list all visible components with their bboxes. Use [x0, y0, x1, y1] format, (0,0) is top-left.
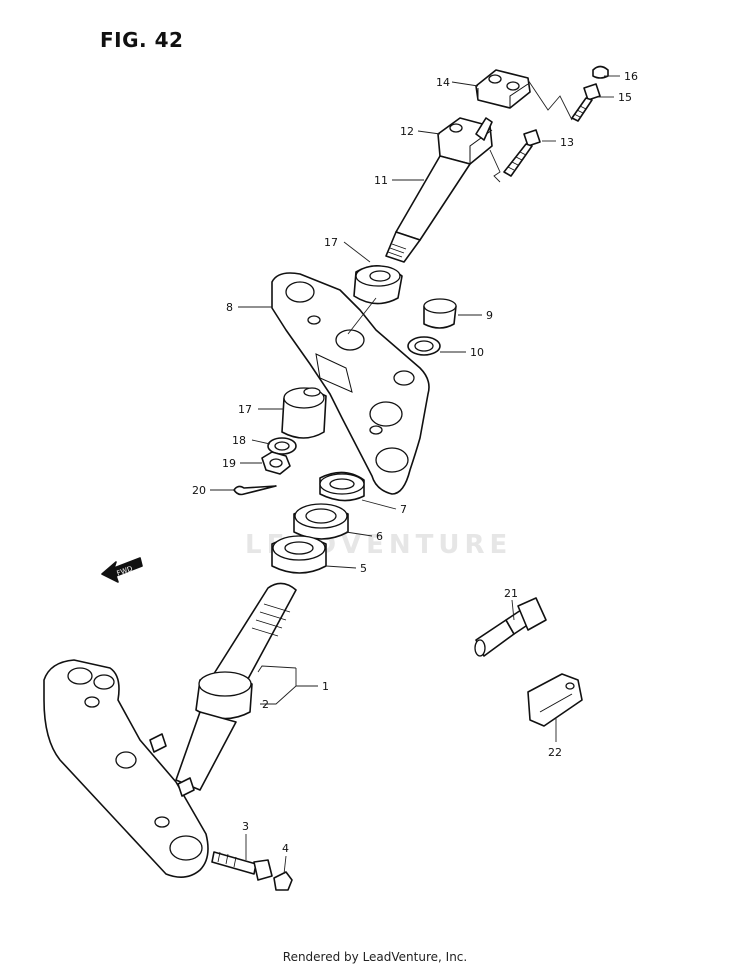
label-5: 5	[360, 562, 367, 575]
part-1-steering-stem	[175, 582, 297, 791]
label-17-lower: 17	[238, 403, 252, 416]
part-3-bolt	[211, 851, 273, 881]
label-18: 18	[232, 434, 246, 447]
label-21: 21	[504, 587, 518, 600]
label-11: 11	[374, 174, 388, 187]
label-9: 9	[486, 309, 493, 322]
part-17-lower-spacer	[281, 387, 327, 439]
part-15-bolt	[571, 83, 601, 122]
part-11-handlebar-tube	[385, 155, 471, 263]
label-8: 8	[226, 301, 233, 314]
label-12: 12	[400, 125, 414, 138]
part-22-key-plate	[527, 673, 583, 727]
part-8-upper-bracket	[271, 272, 430, 495]
label-20: 20	[192, 484, 206, 497]
label-17-upper: 17	[324, 236, 338, 249]
part-5-bearing	[271, 535, 327, 574]
label-4: 4	[282, 842, 289, 855]
lower-bracket	[43, 659, 209, 878]
label-7: 7	[400, 503, 407, 516]
part-20-cotter-pin	[233, 485, 277, 496]
footer-credit: Rendered by LeadVenture, Inc.	[282, 950, 468, 964]
label-14: 14	[436, 76, 450, 89]
label-10: 10	[470, 346, 484, 359]
part-9-rubber-cap	[423, 298, 457, 329]
part-4-nut	[273, 871, 293, 891]
label-2: 2	[262, 698, 269, 711]
label-1: 1	[322, 680, 329, 693]
part-19-nut	[261, 451, 291, 475]
part-18-washer	[267, 437, 297, 455]
part-21-key-cylinder	[474, 597, 547, 657]
part-14-handlebar-clamp	[475, 69, 531, 109]
label-22: 22	[548, 746, 562, 759]
part-6-bearing-race	[293, 503, 349, 540]
label-16: 16	[624, 70, 638, 83]
label-6: 6	[376, 530, 383, 543]
leader-lines	[210, 75, 620, 875]
part-17-upper-spacer	[353, 265, 403, 305]
label-3: 3	[242, 820, 249, 833]
label-15: 15	[618, 91, 632, 104]
part-10-washer	[407, 336, 441, 356]
part-7-steering-nut	[319, 471, 365, 502]
figure-title: FIG. 42	[100, 28, 184, 52]
part-number-labels: 14 16 15 12 13 11 17 8 9 10 17 18 19 20 …	[192, 70, 638, 855]
label-13: 13	[560, 136, 574, 149]
part-13-bolt	[503, 129, 541, 177]
fwd-arrow-icon: FWD	[101, 557, 143, 583]
label-19: 19	[222, 457, 236, 470]
